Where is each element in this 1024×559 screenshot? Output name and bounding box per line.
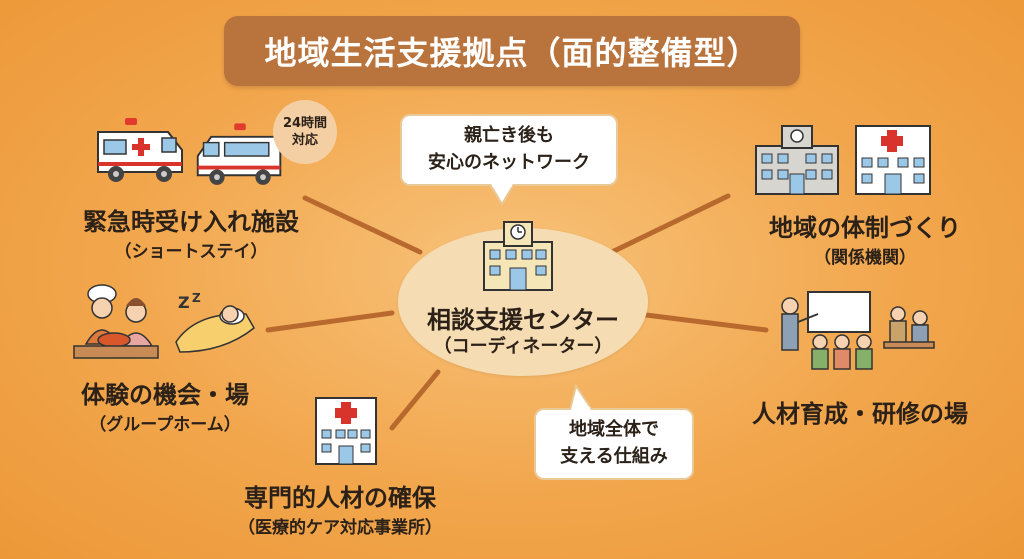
medical-sub: （医療的ケア対応事業所） bbox=[238, 518, 442, 538]
node-medical: 専門的人材の確保 （医療的ケア対応事業所） bbox=[200, 478, 480, 538]
line-experience bbox=[265, 310, 395, 333]
experience-sub: （グループホーム） bbox=[89, 415, 241, 435]
node-training: 人材育成・研修の場 bbox=[740, 394, 980, 429]
node-experience: 体験の機会・場 （グループホーム） bbox=[60, 375, 270, 435]
cook-icon bbox=[73, 284, 159, 359]
system-title: 地域の体制づくり bbox=[769, 214, 961, 242]
network-bubble-tail bbox=[489, 184, 515, 206]
badge-line-2: 対応 bbox=[291, 133, 318, 148]
24h-badge: 24時間 対応 bbox=[273, 100, 337, 164]
title-banner: 地域生活支援拠点（面的整備型） bbox=[224, 16, 800, 86]
clinic-icon bbox=[315, 397, 377, 465]
line-medical bbox=[389, 369, 441, 431]
network-line-2: 安心のネットワーク bbox=[428, 152, 590, 173]
training-title: 人材育成・研修の場 bbox=[752, 400, 968, 428]
medical-title: 専門的人材の確保 bbox=[244, 484, 436, 512]
system-sub: （関係機関） bbox=[814, 248, 916, 268]
svg-text:Z: Z bbox=[192, 291, 201, 305]
svg-text:Z: Z bbox=[178, 293, 190, 312]
community-bubble-tail bbox=[569, 384, 593, 410]
line-emergency bbox=[302, 195, 423, 255]
sleeping-person-icon: Z Z bbox=[175, 291, 255, 353]
page-title: 地域生活支援拠点（面的整備型） bbox=[264, 34, 760, 72]
ambulance-icon bbox=[196, 123, 282, 185]
emergency-sub: （ショートステイ） bbox=[114, 242, 268, 262]
badge-line-1: 24時間 bbox=[282, 116, 328, 131]
hospital-icon bbox=[855, 125, 931, 195]
node-emergency: 緊急時受け入れ施設 （ショートステイ） bbox=[56, 202, 326, 262]
emergency-title: 緊急時受け入れ施設 bbox=[83, 208, 299, 236]
node-system: 地域の体制づくり （関係機関） bbox=[760, 208, 970, 268]
building-icon bbox=[755, 125, 839, 195]
network-line-1: 親亡き後も bbox=[464, 125, 554, 146]
ambulance-icon bbox=[97, 118, 183, 182]
community-bubble: 地域全体で 支える仕組み bbox=[534, 408, 694, 480]
network-bubble: 親亡き後も 安心のネットワーク bbox=[400, 114, 618, 186]
building-icon bbox=[483, 221, 553, 291]
experience-title: 体験の機会・場 bbox=[81, 381, 249, 409]
center-subtitle: （コーディネーター） bbox=[433, 336, 613, 357]
community-line-1: 地域全体で bbox=[569, 419, 659, 440]
teacher-icon bbox=[781, 291, 935, 370]
center-title: 相談支援センター bbox=[427, 306, 619, 334]
community-line-2: 支える仕組み bbox=[560, 446, 668, 467]
line-system bbox=[609, 193, 731, 255]
line-training bbox=[643, 312, 769, 333]
